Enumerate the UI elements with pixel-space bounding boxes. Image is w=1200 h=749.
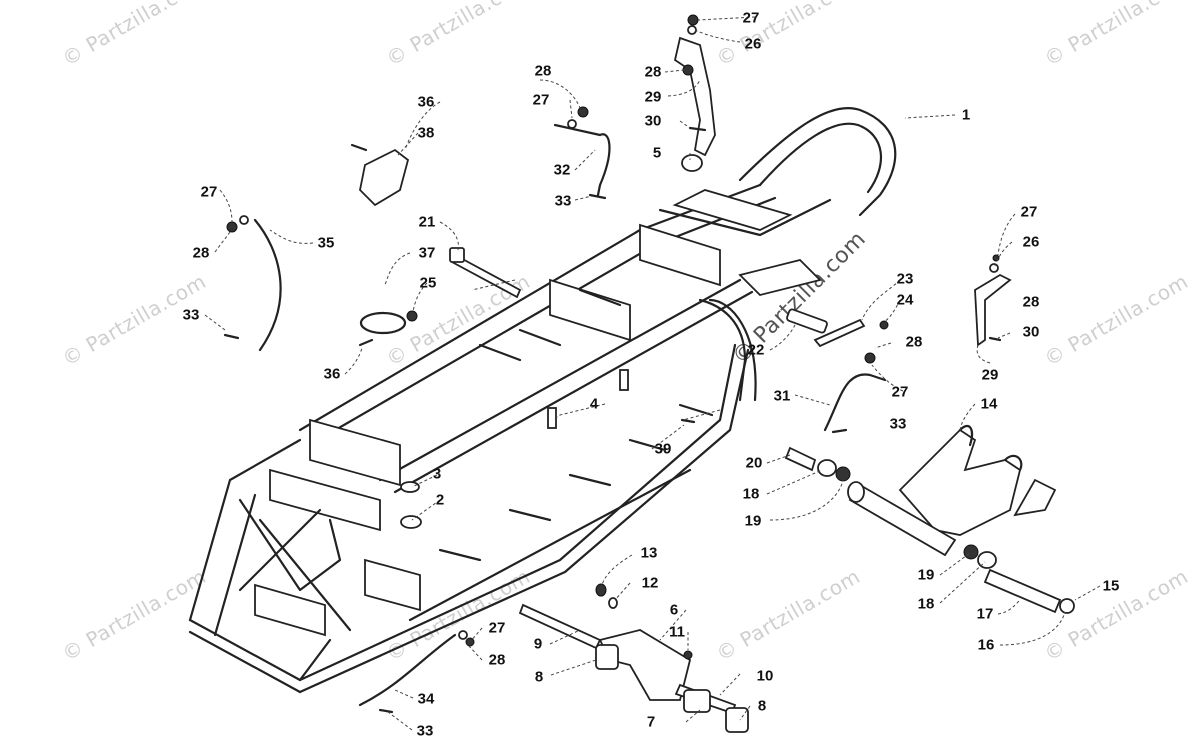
callout-35: 35 [317,234,335,252]
callout-24: 24 [896,291,914,309]
callout-9: 9 [533,635,543,653]
callout-28e: 28 [905,333,923,351]
callout-14: 14 [980,395,998,413]
callout-20: 20 [745,454,763,472]
callout-30a: 30 [644,112,662,130]
callout-27d: 27 [1020,203,1038,221]
callout-21: 21 [418,213,436,231]
callout-3: 3 [432,465,442,483]
callout-13: 13 [640,544,658,562]
callout-4: 4 [589,395,599,413]
callout-36a: 36 [417,93,435,111]
swing-arm [847,424,1057,557]
callout-27f: 27 [488,619,506,637]
callout-22: 22 [747,341,765,359]
callout-25: 25 [419,274,437,292]
lower-pivot [518,583,749,733]
callout-8b: 8 [757,697,767,715]
callout-33b: 33 [182,306,200,324]
callout-6: 6 [669,601,679,619]
callout-39: 39 [654,440,672,458]
callout-32: 32 [553,161,571,179]
callout-28d: 28 [1022,293,1040,311]
callout-31: 31 [773,387,791,405]
callout-27a: 27 [742,9,760,27]
callout-19a: 19 [744,512,762,530]
callout-5: 5 [652,144,662,162]
callout-18b: 18 [917,595,935,613]
callout-33a: 33 [554,192,572,210]
callout-27c: 27 [200,183,218,201]
callout-28b: 28 [644,63,662,81]
callout-1: 1 [961,106,971,124]
callout-16: 16 [977,636,995,654]
callout-11: 11 [669,623,685,641]
callout-33d: 33 [416,722,434,740]
brackets [359,36,1012,529]
callout-28a: 28 [534,62,552,80]
callout-26a: 26 [744,35,762,53]
callout-34: 34 [417,690,435,708]
callout-33c: 33 [889,415,907,433]
callout-29b: 29 [981,366,999,384]
callout-26b: 26 [1022,233,1040,251]
callout-18a: 18 [742,485,760,503]
fasteners [223,14,1002,714]
callout-8a: 8 [534,668,544,686]
callout-23: 23 [896,270,914,288]
callout-28f: 28 [488,651,506,669]
ground-cables [253,123,887,707]
callout-2: 2 [435,491,445,509]
callout-29a: 29 [644,88,662,106]
main-frame [188,107,897,694]
callout-7: 7 [646,713,656,731]
callout-19b: 19 [917,566,935,584]
callout-30b: 30 [1022,323,1040,341]
callout-15: 15 [1102,577,1120,595]
callout-36b: 36 [323,365,341,383]
callout-38: 38 [417,124,435,142]
leader-lines [204,16,1101,731]
callout-28c: 28 [192,244,210,262]
callout-27e: 27 [891,383,909,401]
callout-17: 17 [976,605,994,623]
callout-27b: 27 [532,91,550,109]
callout-12: 12 [641,574,659,592]
callout-37: 37 [418,244,436,262]
callout-10: 10 [756,667,774,685]
